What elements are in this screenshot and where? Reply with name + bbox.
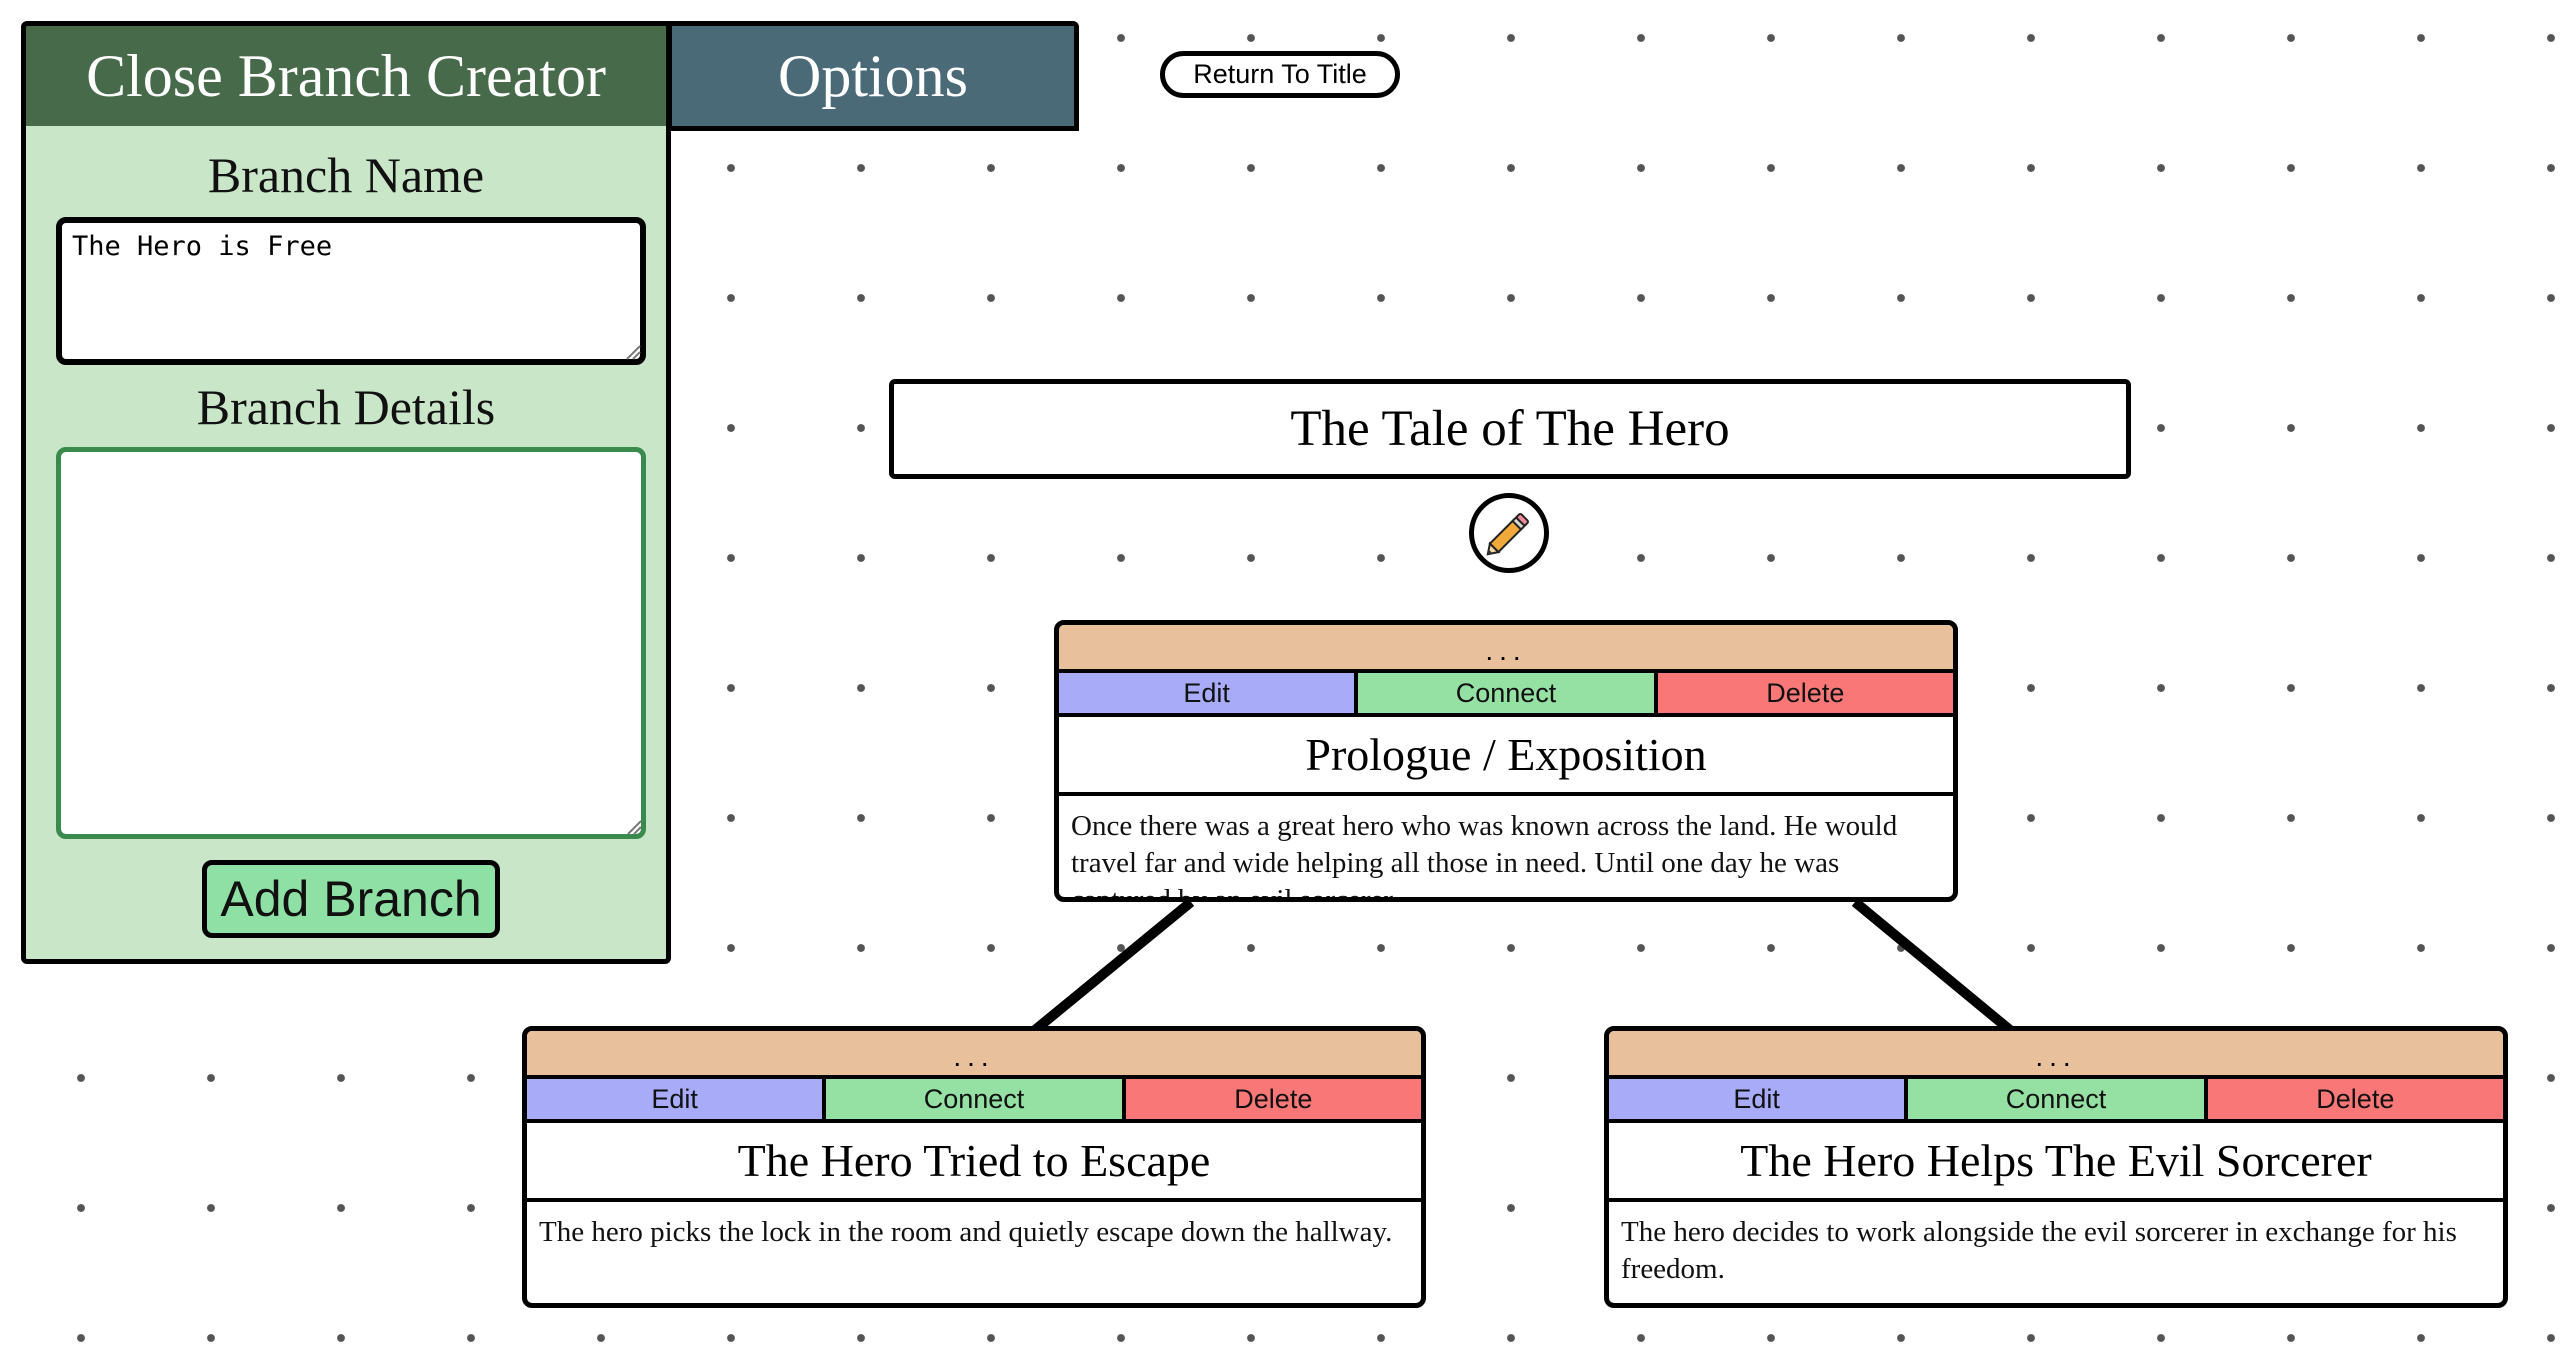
branch-title: The Hero Helps The Evil Sorcerer — [1609, 1123, 2503, 1202]
drag-handle[interactable]: ... — [527, 1031, 1421, 1079]
branch-details: Once there was a great hero who was know… — [1071, 810, 1898, 902]
connect-branch-button[interactable]: Connect — [1354, 673, 1654, 713]
branch-details: The hero decides to work alongside the e… — [1621, 1216, 2457, 1285]
connector-line — [1031, 898, 1195, 1034]
edit-branch-button[interactable]: Edit — [527, 1079, 823, 1119]
branch-node: ... Edit Connect Delete The Hero Helps T… — [1604, 1026, 2508, 1308]
return-to-title-button[interactable]: Return To Title — [1160, 51, 1400, 98]
connect-branch-button[interactable]: Connect — [1904, 1079, 2204, 1119]
drag-handle[interactable]: ... — [1609, 1031, 2503, 1079]
close-branch-creator-label: Close Branch Creator — [86, 42, 606, 109]
branch-details-input[interactable] — [56, 447, 646, 839]
drag-handle[interactable]: ... — [1059, 625, 1953, 673]
edit-title-button[interactable] — [1469, 493, 1549, 573]
return-to-title-label: Return To Title — [1193, 59, 1367, 89]
branch-details-label: Branch Details — [196, 379, 496, 435]
branch-actions: Edit Connect Delete — [527, 1079, 1421, 1123]
story-title[interactable]: The Tale of The Hero — [889, 379, 2131, 479]
branch-title: The Hero Tried to Escape — [527, 1123, 1421, 1202]
branch-node: ... Edit Connect Delete The Hero Tried t… — [522, 1026, 1426, 1308]
connector-line — [1851, 898, 2014, 1034]
branch-name-input[interactable]: The Hero is Free — [56, 217, 646, 365]
delete-branch-button[interactable]: Delete — [1121, 1079, 1421, 1119]
edit-branch-button[interactable]: Edit — [1609, 1079, 1905, 1119]
branch-actions: Edit Connect Delete — [1609, 1079, 2503, 1123]
branch-node: ... Edit Connect Delete Prologue / Expos… — [1054, 620, 1958, 902]
add-branch-button[interactable]: Add Branch — [202, 860, 500, 938]
delete-branch-button[interactable]: Delete — [2203, 1079, 2503, 1119]
branch-actions: Edit Connect Delete — [1059, 673, 1953, 717]
options-label: Options — [777, 42, 969, 109]
delete-branch-button[interactable]: Delete — [1653, 673, 1953, 713]
close-branch-creator-tab[interactable]: Close Branch Creator — [21, 21, 671, 131]
connect-branch-button[interactable]: Connect — [822, 1079, 1122, 1119]
pencil-icon — [1486, 513, 1529, 556]
edit-branch-button[interactable]: Edit — [1059, 673, 1355, 713]
add-branch-label: Add Branch — [220, 871, 482, 927]
options-tab[interactable]: Options — [667, 21, 1079, 131]
branch-title: Prologue / Exposition — [1059, 717, 1953, 796]
story-title-text: The Tale of The Hero — [1290, 401, 1730, 457]
branch-creator-panel: Branch Name The Hero is Free Branch Deta… — [21, 126, 671, 964]
branch-details: The hero picks the lock in the room and … — [539, 1216, 1393, 1248]
branch-name-label: Branch Name — [207, 147, 485, 203]
